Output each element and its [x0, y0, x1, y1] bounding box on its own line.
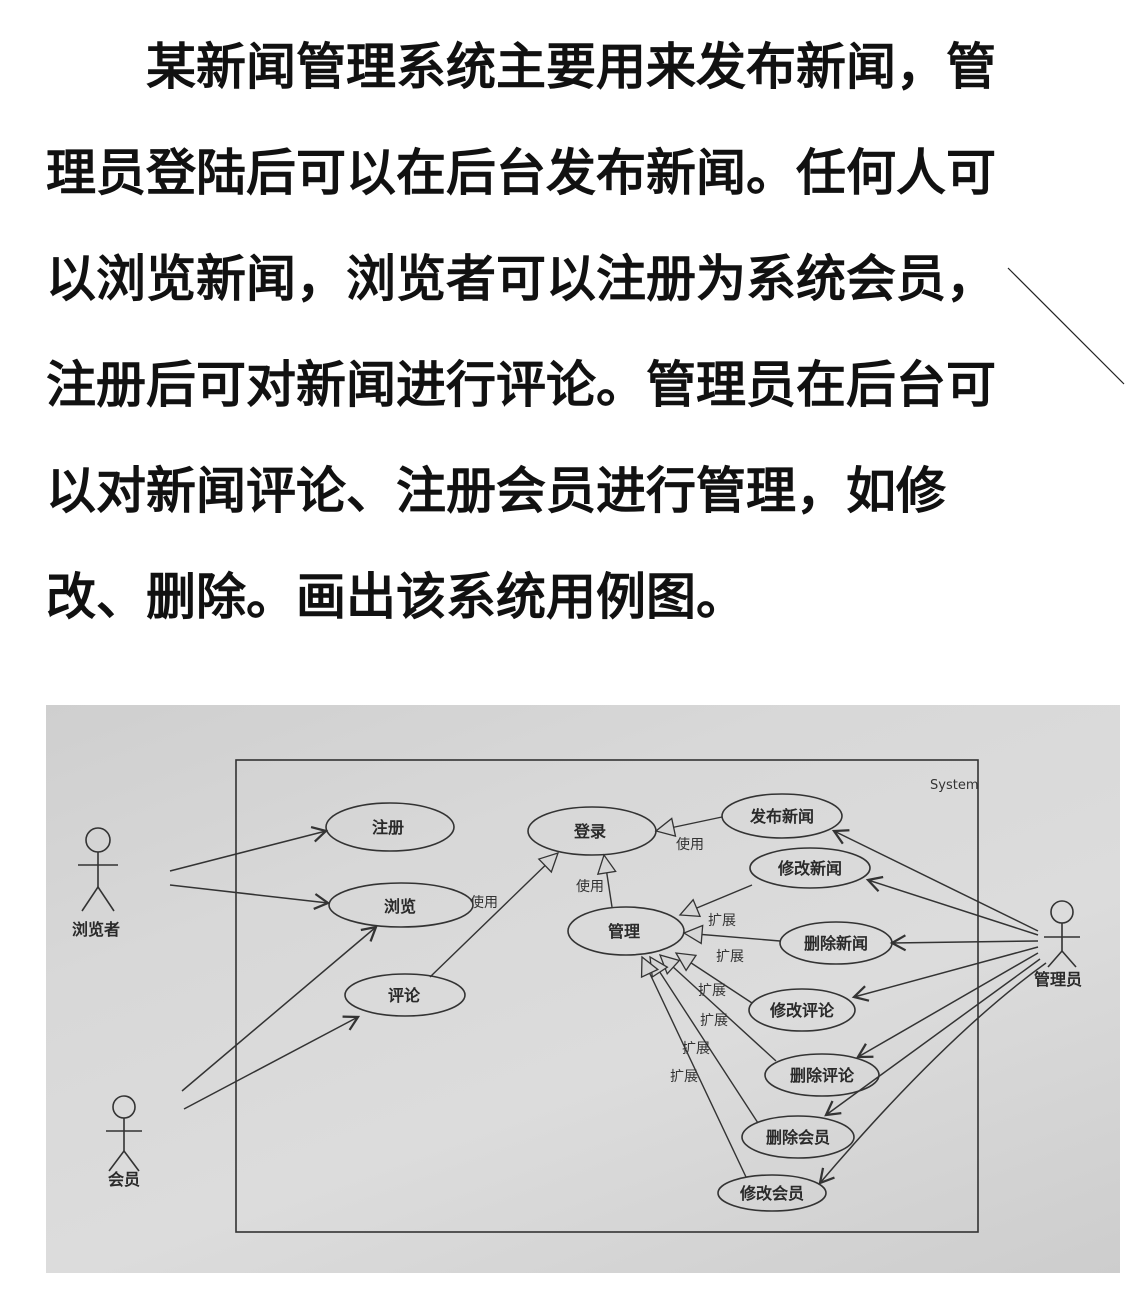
assoc-admin-publish-news — [831, 829, 1039, 932]
assoc-member-comment — [183, 1015, 361, 1110]
system-label: System — [930, 778, 978, 793]
assoc-admin-edit-comment — [851, 946, 1039, 1002]
include-publish-login — [654, 816, 723, 837]
extend-edit-news-manage — [678, 884, 753, 918]
use-case-edit-comment-label: 修改评论 — [769, 1001, 835, 1020]
assoc-admin-delete-news — [889, 934, 1039, 952]
use-case-comment — [344, 973, 466, 1017]
use-case-manage-label: 管理 — [608, 922, 640, 941]
extend-edit-member-manage — [640, 955, 747, 1178]
extend-delete-member-manage — [649, 955, 759, 1124]
assoc-admin-delete-member — [824, 958, 1041, 1117]
extend-delete-news-label: 扩展 — [716, 949, 744, 965]
actor-member-label: 会员 — [108, 1170, 140, 1189]
use-case-delete-news-label: 删除新闻 — [804, 934, 868, 953]
use-case-edit-news-label: 修改新闻 — [777, 859, 842, 878]
assoc-admin-delete-comment — [855, 952, 1039, 1059]
include-comment-login-label: 使用 — [470, 894, 498, 911]
include-publish-login-label: 使用 — [676, 836, 704, 853]
use-case-browse-label: 浏览 — [384, 897, 416, 916]
include-comment-login — [429, 851, 560, 978]
extend-delete-news-manage — [682, 924, 781, 945]
include-manage-login-label: 使用 — [576, 878, 604, 895]
use-case-delete-member-label: 删除会员 — [766, 1128, 830, 1147]
use-case-delete-member — [741, 1115, 855, 1159]
actor-admin — [1044, 900, 1080, 968]
actor-member — [106, 1095, 142, 1172]
question-text: 某新闻管理系统主要用来发布新闻，管理员登陆后可以在后台发布新闻。任何人可以浏览新… — [46, 38, 996, 626]
extend-edit-news-label: 扩展 — [708, 913, 736, 929]
use-case-diagram-photo: System 浏览者 会员 管理员 — [46, 705, 1120, 1273]
assoc-admin-edit-member — [818, 962, 1047, 1185]
extend-delete-member-label: 扩展 — [682, 1041, 710, 1057]
use-case-edit-comment — [748, 988, 856, 1032]
system-boundary — [235, 759, 979, 1233]
use-case-login-label: 登录 — [573, 822, 606, 841]
extend-delete-comment-manage — [658, 954, 777, 1062]
use-case-edit-news — [749, 847, 871, 889]
use-case-delete-comment — [764, 1053, 880, 1097]
assoc-member-browse — [181, 925, 378, 1092]
use-case-edit-member — [717, 1174, 827, 1212]
use-case-comment-label: 评论 — [388, 986, 421, 1005]
actor-browser — [78, 827, 118, 912]
use-case-publish-news-label: 发布新闻 — [749, 807, 814, 826]
include-manage-login — [596, 853, 617, 908]
extend-edit-comment-manage — [674, 952, 753, 1004]
extend-edit-member-label: 扩展 — [670, 1069, 698, 1085]
use-case-diagram: System 浏览者 会员 管理员 — [72, 759, 1082, 1233]
assoc-admin-edit-news — [865, 875, 1039, 936]
assoc-browser-register — [169, 825, 329, 872]
use-case-edit-member-label: 修改会员 — [739, 1184, 804, 1203]
extend-delete-comment-label: 扩展 — [700, 1013, 728, 1029]
assoc-browser-browse — [169, 884, 331, 910]
use-case-publish-news — [721, 793, 843, 839]
use-case-delete-comment-label: 删除评论 — [790, 1066, 855, 1085]
actor-browser-label: 浏览者 — [72, 920, 120, 939]
use-case-register-label: 注册 — [372, 818, 404, 837]
extend-edit-comment-label: 扩展 — [698, 983, 726, 999]
actor-admin-label: 管理员 — [1034, 970, 1082, 989]
